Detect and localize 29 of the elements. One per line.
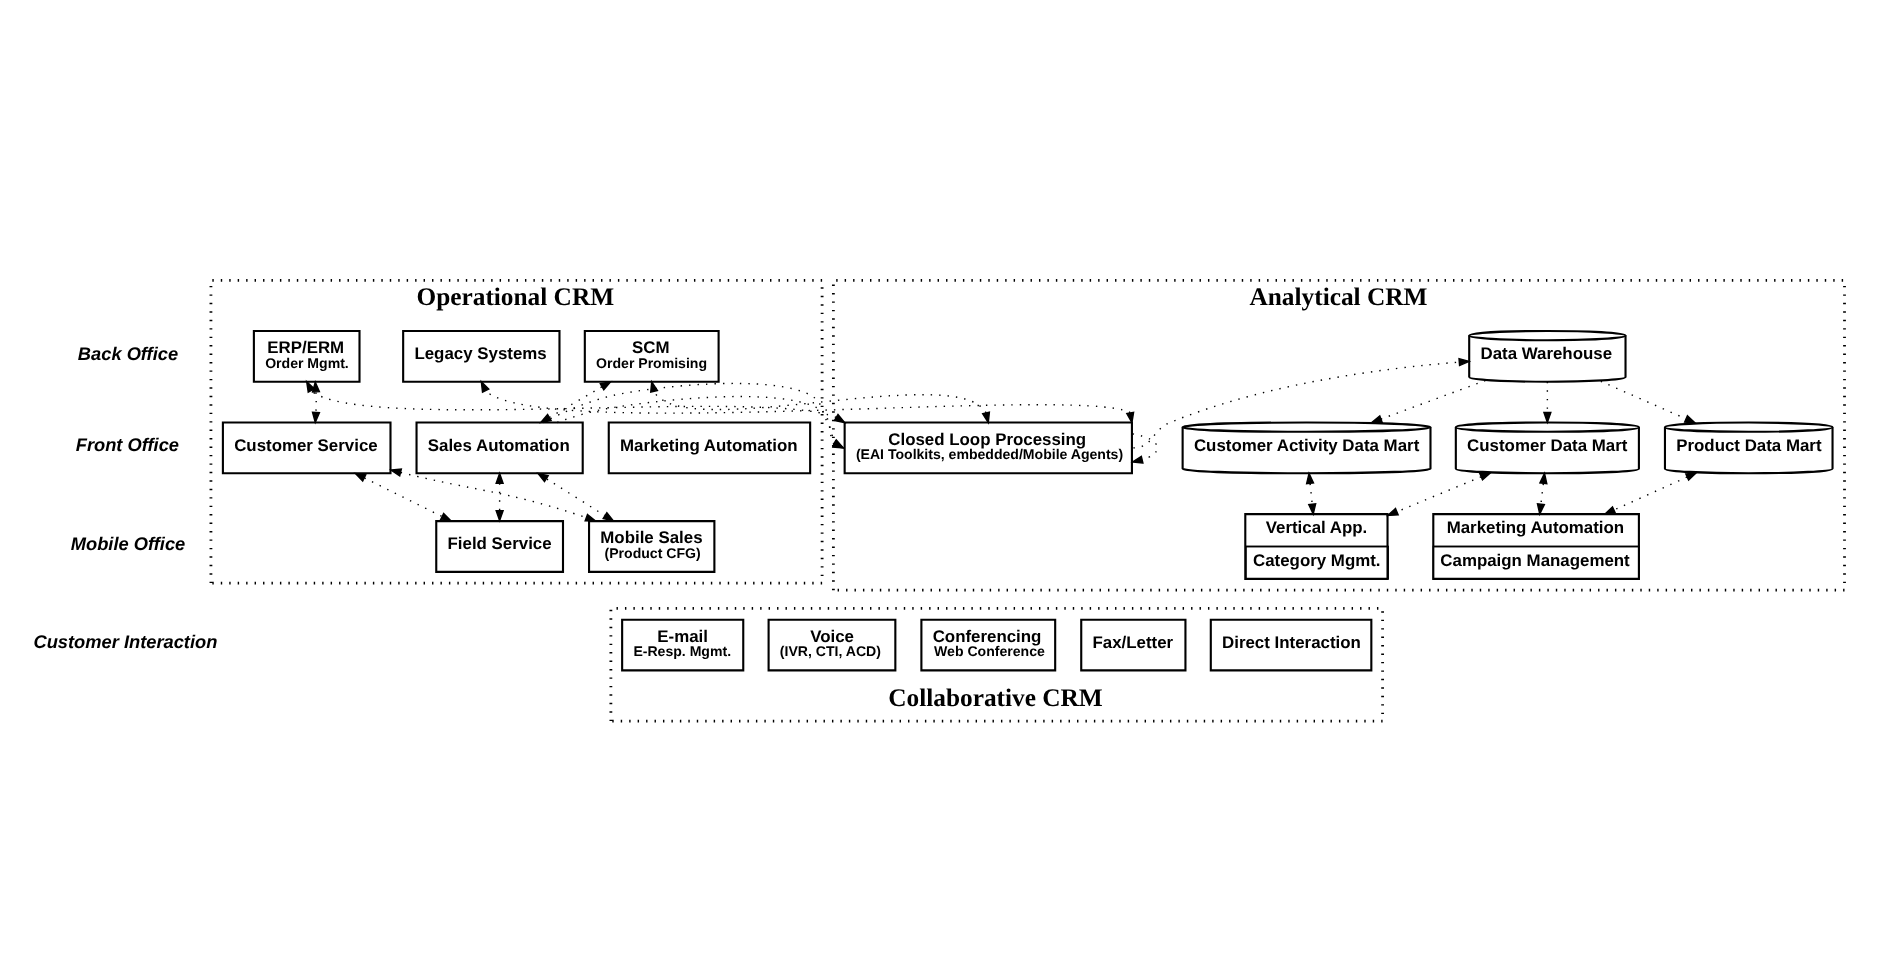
arrow — [353, 472, 453, 522]
arrow — [480, 379, 1135, 425]
arrow — [1132, 357, 1472, 449]
arrow — [1369, 379, 1487, 424]
arrow — [1305, 471, 1317, 517]
label: Front Office — [75, 435, 180, 456]
node-box: Fax/Letter — [1080, 618, 1187, 672]
arrow — [388, 468, 598, 522]
arrow — [649, 379, 991, 425]
arrow — [311, 379, 321, 425]
label: Back Office — [77, 343, 179, 364]
arrow — [1385, 472, 1493, 517]
arrow — [1130, 433, 1158, 464]
node-box: Sales Automation — [415, 421, 584, 475]
node-box: Marketing Automation — [607, 421, 812, 475]
node-box: Field Service — [435, 520, 565, 573]
node-box: Customer Service — [221, 421, 392, 475]
arrow — [305, 379, 847, 424]
arrow — [1536, 471, 1548, 517]
node-box: Direct Interaction — [1209, 618, 1373, 672]
arrow — [1542, 381, 1552, 425]
label: Mobile Office — [70, 533, 186, 554]
arrow — [495, 471, 505, 523]
arrow — [1602, 472, 1699, 515]
arrow — [536, 472, 616, 523]
label: Customer Interaction — [33, 632, 218, 653]
arrow — [1600, 380, 1697, 424]
arrow — [538, 380, 613, 424]
node-box: Legacy Systems — [402, 329, 561, 383]
